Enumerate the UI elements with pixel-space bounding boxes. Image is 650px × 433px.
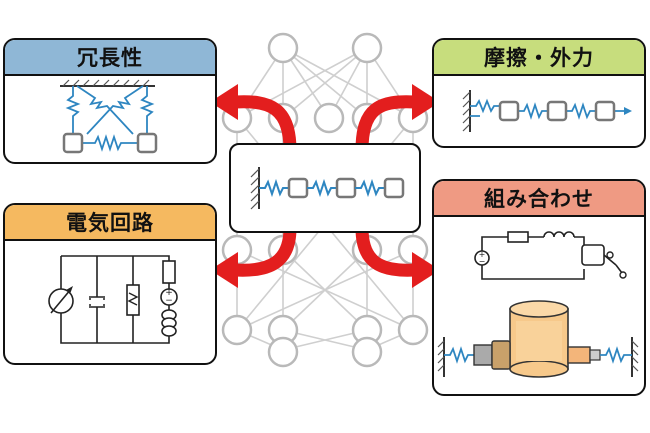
circuit-diagram: + − (48, 255, 178, 344)
arrow-to-friction (355, 95, 416, 151)
spring-icon (259, 178, 289, 198)
arrow-to-redundancy (234, 95, 297, 151)
combination-panel: 組み合わせ + − (432, 179, 646, 396)
force-arrow-icon (624, 107, 632, 115)
inductor-coil-icon (543, 231, 575, 238)
spring-icon (518, 102, 548, 120)
motor-icon (581, 244, 605, 266)
spring-icon (307, 178, 337, 198)
spring-icon (566, 102, 596, 120)
cylinder-tank-icon (509, 300, 569, 378)
circuit-panel: 電気回路 + (3, 203, 217, 365)
svg-text:−: − (479, 257, 486, 266)
spring-mass-chain-diagram (250, 167, 405, 210)
battery-icon: + − (160, 260, 178, 306)
panel-title: 冗長性 (5, 40, 215, 76)
diode-resistor-icon (126, 284, 140, 316)
inductor-coil-icon (161, 309, 177, 337)
arrow-to-combination (355, 227, 416, 277)
mass-block-icon (383, 177, 405, 199)
cylinder-left-icon (473, 340, 511, 370)
ground-hatch-icon (62, 79, 150, 87)
svg-text:+: + (479, 250, 486, 259)
friction-panel: 摩擦・外力 (432, 38, 646, 148)
spring-icon (470, 98, 500, 114)
svg-text:−: − (165, 296, 173, 306)
mass-block-icon (594, 100, 616, 122)
arrow-paths (234, 95, 416, 277)
mass-block-icon (136, 132, 158, 154)
motor-circuit (474, 231, 623, 280)
ammeter-icon (48, 286, 74, 314)
ground-hatch-icon (462, 91, 471, 132)
mass-block-icon (287, 177, 309, 199)
panel-title: 電気回路 (5, 205, 215, 241)
mass-block-icon (335, 177, 357, 199)
mass-block-icon (62, 132, 84, 154)
base-model-panel (229, 143, 421, 233)
mass-block-icon (498, 100, 520, 122)
battery-icon (474, 250, 490, 266)
arrow-to-circuit (234, 227, 297, 277)
cylinder-right-icon (567, 346, 601, 364)
redundancy-panel: 冗長性 (3, 38, 217, 164)
mass-block-icon (546, 100, 568, 122)
friction-diagram (462, 90, 632, 132)
panel-title: 摩擦・外力 (434, 40, 644, 76)
spring-icon (355, 178, 385, 198)
redundancy-diagram (60, 79, 158, 154)
arrow-heads (210, 84, 440, 288)
ground-hatch-icon (250, 168, 260, 210)
combination-diagram: + − (437, 231, 639, 378)
spring-network (65, 85, 155, 152)
svg-text:+: + (165, 288, 173, 298)
spring-icon (444, 346, 474, 364)
spring-icon (600, 346, 632, 364)
panel-title: 組み合わせ (434, 181, 644, 217)
ground-hatch-icon (437, 340, 639, 372)
